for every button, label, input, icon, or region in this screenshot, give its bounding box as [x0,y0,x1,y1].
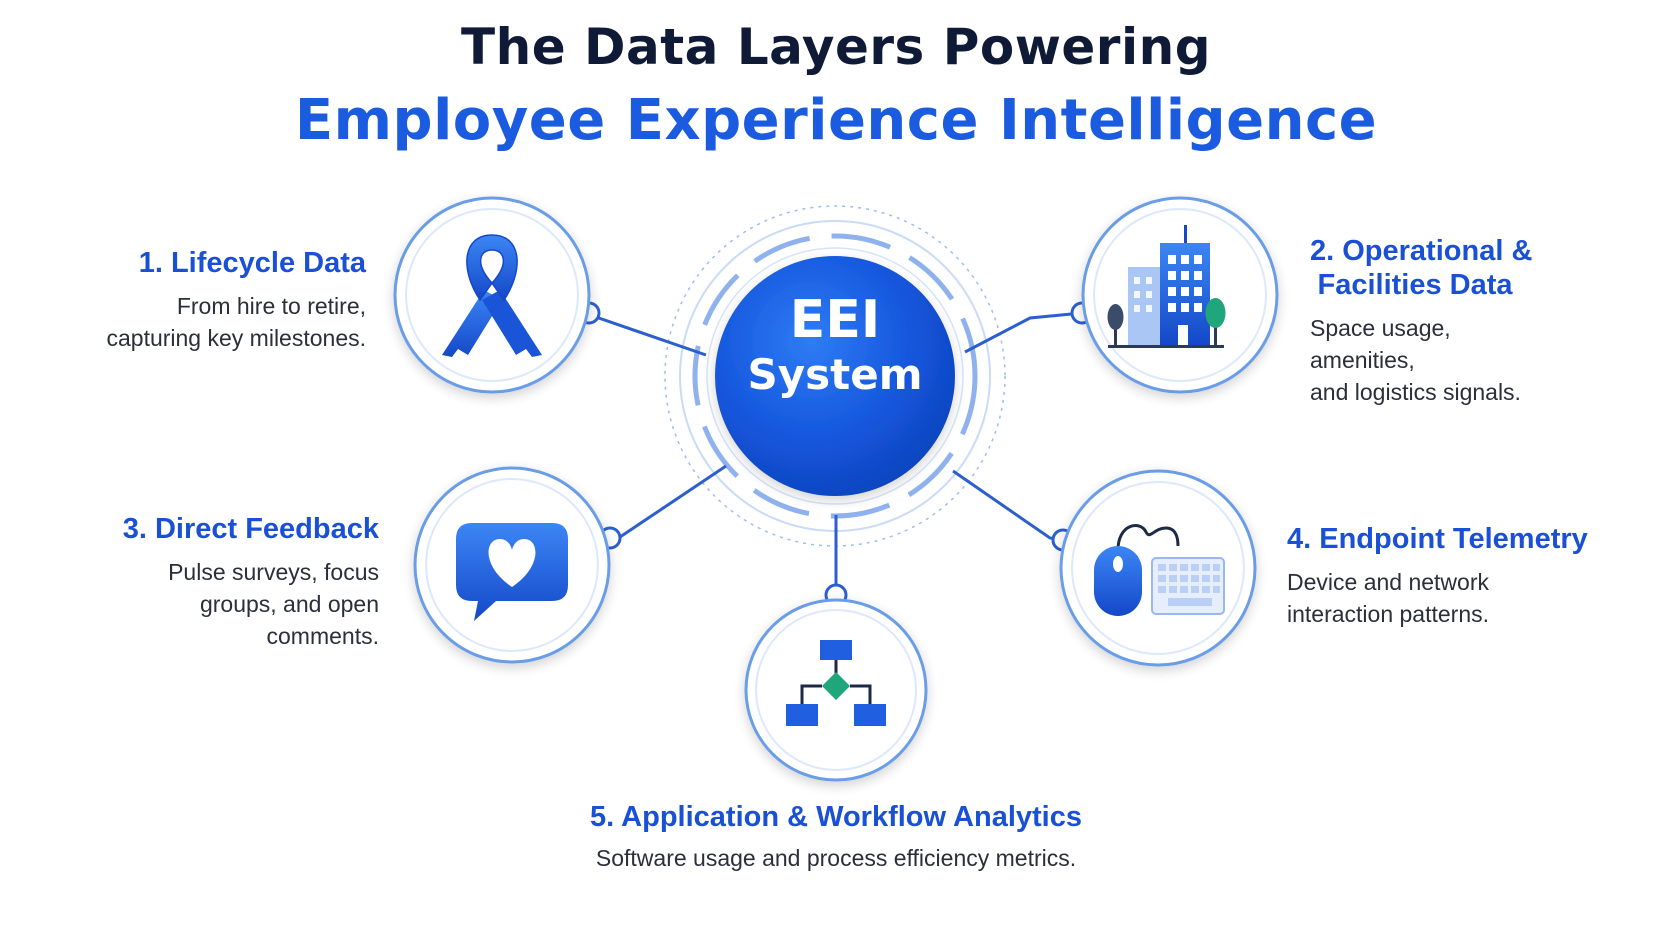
layer-description-line: Device and network [1287,569,1489,595]
layer-description-line: From hire to retire, [176,293,366,319]
layer-description: Software usage and process efficiency me… [0,842,1672,874]
layer-heading-line: 2. Operational & [1310,235,1533,267]
layer-description-line: groups, and open [199,591,379,617]
layer-endpoint-label: 4. Endpoint Telemetry Device and network… [1287,522,1588,630]
ribbon-icon [442,234,542,357]
layer-description-line: interaction patterns. [1287,601,1490,627]
layer-description-line: capturing key milestones. [106,325,366,351]
hub-label-line-2: System [747,350,923,399]
layer-heading: 3. Direct Feedback [122,513,379,545]
layer-lifecycle-label: 1. Lifecycle Data From hire to retire, c… [106,246,366,354]
layer-heading: 1. Lifecycle Data [138,247,366,279]
layer-description-line: comments. [266,623,379,649]
workflow-icon [786,640,886,726]
layer-description-line: Pulse surveys, focus [168,559,379,585]
title-line-1: The Data Layers Powering [461,18,1211,76]
layer-heading: 4. Endpoint Telemetry [1287,523,1588,555]
title-line-2: Employee Experience Intelligence [294,88,1378,153]
layer-description: Space usage, amenities, and logistics si… [1310,312,1550,408]
layer-heading: 5. Application & Workflow Analytics [590,801,1082,833]
layer-heading: 2. Operational & Facilities Data [1310,234,1533,302]
layer-application-label: 5. Application & Workflow Analytics Soft… [0,800,1672,874]
layer-description: Device and network interaction patterns. [1287,566,1588,630]
layer-description-line: Space usage, amenities, [1310,315,1451,373]
hub-label-line-1: EEI [789,290,881,350]
building-icon [1107,225,1226,348]
layer-operational-label: 2. Operational & Facilities Data Space u… [1310,234,1550,408]
layer-description-line: Software usage and process efficiency me… [595,845,1077,871]
layer-description: Pulse surveys, focus groups, and open co… [123,556,379,652]
layer-feedback-label: 3. Direct Feedback Pulse surveys, focus … [123,512,379,652]
layer-description-line: and logistics signals. [1310,379,1521,405]
hub-label: EEI System [700,290,970,400]
layer-heading-line: Facilities Data [1317,269,1513,301]
mouse-keyboard-icon [1094,524,1225,616]
hub-circle [715,256,955,496]
heart-chat-icon [456,523,568,621]
layer-description: From hire to retire, capturing key miles… [106,290,366,354]
